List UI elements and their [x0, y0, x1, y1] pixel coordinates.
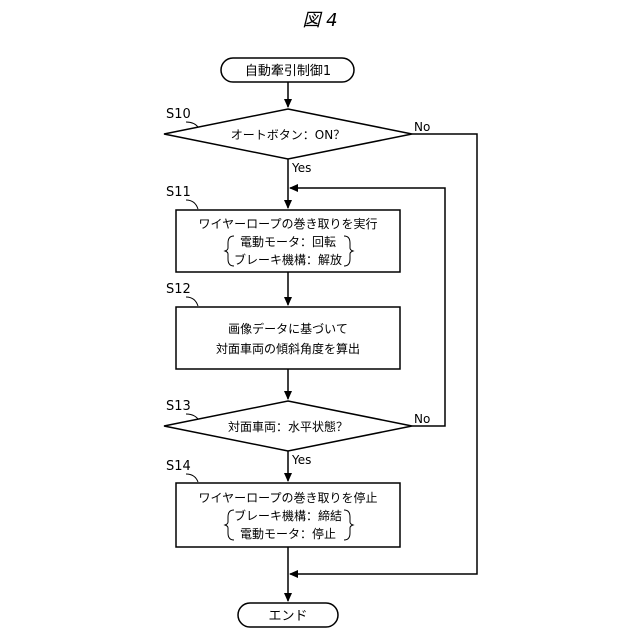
process-s14-line2: ブレーキ機構：締結 — [234, 508, 342, 523]
step-id-s12: S12 — [166, 282, 191, 297]
process-s12 — [176, 307, 400, 369]
s10-yes-label: Yes — [291, 161, 311, 175]
s13-yes-label: Yes — [291, 453, 311, 467]
leader-s11 — [186, 200, 198, 209]
step-id-s10: S10 — [166, 107, 191, 122]
start-label: 自動牽引制御1 — [245, 63, 331, 79]
s13-no-label: No — [414, 412, 430, 426]
process-s14-line3: 電動モータ：停止 — [240, 526, 336, 541]
process-s11-line1: ワイヤーロープの巻き取りを実行 — [199, 216, 378, 231]
end-label: エンド — [268, 609, 307, 624]
leader-s12 — [186, 297, 198, 306]
process-s12-line1: 画像データに基づいて — [228, 321, 348, 336]
figure-title: 図 4 — [302, 10, 337, 31]
process-s14-line1: ワイヤーロープの巻き取りを停止 — [199, 490, 378, 505]
step-id-s13: S13 — [166, 399, 191, 414]
s10-no-label: No — [414, 120, 430, 134]
process-s11-line3: ブレーキ機構：解放 — [234, 252, 342, 267]
leader-s14 — [186, 474, 198, 482]
process-s11-line2: 電動モータ：回転 — [240, 235, 336, 249]
decision-s10-text: オートボタン：ON？ — [231, 128, 345, 142]
step-id-s14: S14 — [166, 459, 191, 474]
step-id-s11: S11 — [166, 185, 191, 200]
process-s12-line2: 対面車両の傾斜角度を算出 — [216, 341, 360, 356]
decision-s13-text: 対面車両：水平状態？ — [228, 419, 348, 434]
